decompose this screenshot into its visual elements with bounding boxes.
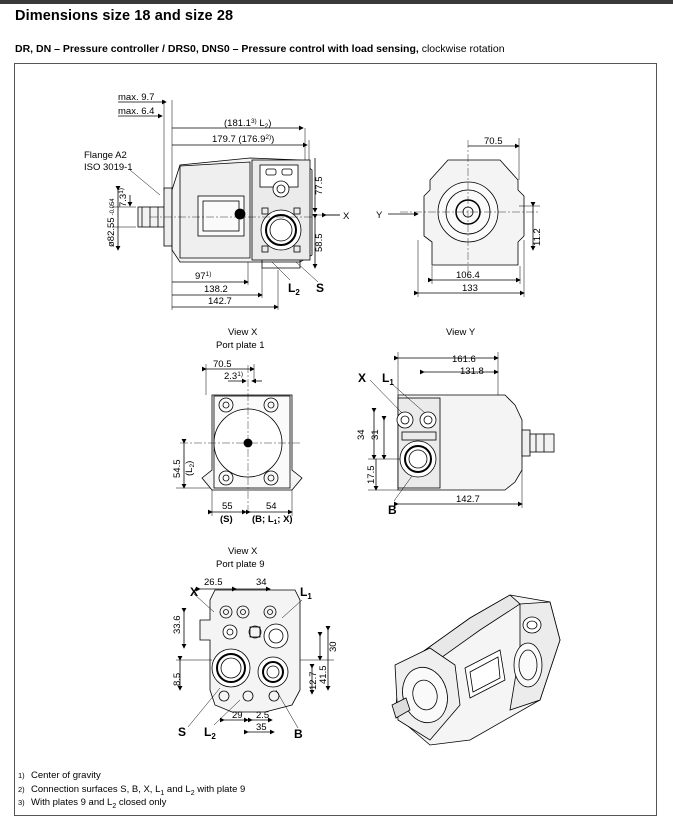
subtitle-bold: DR, DN – Pressure controller / DRS0, DNS… bbox=[15, 43, 419, 55]
dim-29: 29 bbox=[232, 710, 243, 721]
view-y-arrow-label: Y bbox=[376, 210, 383, 221]
drawing-frame bbox=[14, 63, 657, 816]
port-s-paren: (S) bbox=[220, 514, 233, 525]
port-l2-label: L2 bbox=[204, 725, 216, 741]
footnote-1: 1) Center of gravity bbox=[18, 770, 101, 781]
dim-133: 133 bbox=[462, 283, 478, 294]
dim-106-4: 106.4 bbox=[456, 270, 480, 281]
flange-label: Flange A2 bbox=[84, 150, 127, 161]
footnote-sub: 2 bbox=[112, 802, 117, 810]
dim-35: 35 bbox=[256, 722, 267, 733]
caption-port-plate-9: Port plate 9 bbox=[216, 559, 265, 570]
port-l2-label: L2 bbox=[288, 281, 300, 297]
port-l1-label: L1 bbox=[382, 371, 394, 387]
dim-142-7: 142.7 bbox=[456, 494, 480, 505]
footnote-sub: 1 bbox=[160, 789, 165, 797]
dim-max-9-7: max. 9.7 bbox=[118, 92, 154, 103]
footnote-text: closed only bbox=[116, 797, 167, 808]
front-view-labels: 70.5 Y 11.2 106.4 133 bbox=[376, 136, 543, 294]
dim-54: 54 bbox=[266, 501, 277, 512]
footnote-text: With plates 9 and L bbox=[31, 797, 113, 808]
dim-34: 34 bbox=[256, 577, 267, 588]
footnote-sub: 2 bbox=[190, 789, 195, 797]
dim-diameter: ø82.55-0.054 bbox=[106, 198, 117, 247]
side-view-labels: max. 9.7 max. 6.4 (181.13) L2) 179.7 (17… bbox=[84, 92, 350, 307]
dim-11-2: 11.2 bbox=[532, 228, 543, 246]
port-b-l1-x: (B; L1; X) bbox=[252, 514, 293, 526]
flange-standard: ISO 3019-1 bbox=[84, 162, 133, 173]
front-view bbox=[388, 138, 540, 297]
dim-70-5: 70.5 bbox=[213, 359, 232, 370]
footnote-text: and L bbox=[164, 784, 191, 795]
dim-l2: (L2) bbox=[184, 461, 196, 476]
view-x1-labels: View X Port plate 1 70.5 2.31) 54.5 (L2)… bbox=[172, 327, 293, 526]
dim-161-6: 161.6 bbox=[452, 354, 476, 365]
dim-131-8: 131.8 bbox=[460, 366, 484, 377]
caption-view-y: View Y bbox=[446, 327, 476, 338]
dim-55: 55 bbox=[222, 501, 233, 512]
footnote-text: Center of gravity bbox=[31, 770, 101, 781]
port-l1-label: L1 bbox=[300, 585, 312, 601]
dim-77-5: 77.5 bbox=[314, 177, 325, 196]
top-bar bbox=[0, 0, 673, 4]
port-x-label: X bbox=[358, 371, 366, 385]
side-view bbox=[112, 99, 340, 310]
subtitle-rest: clockwise rotation bbox=[418, 43, 505, 55]
dim-31: 31 bbox=[370, 429, 381, 440]
port-b-label: B bbox=[388, 503, 397, 517]
footnote-number: 1) bbox=[18, 771, 25, 780]
dim-97: 971) bbox=[195, 271, 211, 282]
footnote-text: with plate 9 bbox=[194, 784, 246, 795]
port-x-label: X bbox=[190, 585, 198, 599]
dim-7-3: 7.31) bbox=[118, 188, 129, 207]
caption-port-plate-1: Port plate 1 bbox=[216, 340, 265, 351]
dim-33-6: 33.6 bbox=[172, 616, 183, 635]
view-y-labels: View Y 161.6 131.8 X L1 34 31 17.5 142.7… bbox=[356, 327, 484, 517]
dim-179: 179.7 (176.92)) bbox=[212, 134, 274, 145]
port-s-label: S bbox=[316, 281, 324, 295]
footnote-number: 2) bbox=[18, 785, 25, 794]
dim-142-7: 142.7 bbox=[208, 296, 232, 307]
dim-34: 34 bbox=[356, 429, 367, 440]
view-x9-labels: View X Port plate 9 X 26.5 34 L1 33.6 30… bbox=[172, 546, 339, 741]
view-x-port-plate-1 bbox=[176, 364, 303, 516]
dim-54-5: 54.5 bbox=[172, 460, 183, 479]
dim-max-6-4: max. 6.4 bbox=[118, 106, 154, 117]
view-y bbox=[368, 352, 555, 508]
page-subtitle: DR, DN – Pressure controller / DRS0, DNS… bbox=[15, 43, 505, 55]
pump-3d-view bbox=[391, 594, 561, 746]
dim-41-5: 41.5 bbox=[318, 666, 329, 685]
dim-2-3: 2.31) bbox=[224, 371, 243, 382]
dim-58-5: 58.5 bbox=[314, 234, 325, 253]
footnote-3: 3) With plates 9 and L2 closed only bbox=[18, 797, 166, 810]
footnote-text: Connection surfaces S, B, X, L bbox=[31, 784, 161, 795]
view-x-port-plate-9 bbox=[176, 586, 334, 735]
caption-view-x: View X bbox=[228, 327, 258, 338]
footnote-number: 3) bbox=[18, 798, 25, 807]
caption-view-x: View X bbox=[228, 546, 258, 557]
dim-30: 30 bbox=[328, 641, 339, 652]
dim-138-2: 138.2 bbox=[204, 284, 228, 295]
dim-26-5: 26.5 bbox=[204, 577, 223, 588]
view-x-arrow-label: X bbox=[343, 211, 350, 222]
dim-70-5: 70.5 bbox=[484, 136, 503, 147]
page-title: Dimensions size 18 and size 28 bbox=[15, 8, 234, 24]
dim-181: (181.13) L2) bbox=[224, 118, 271, 130]
port-b-label: B bbox=[294, 727, 303, 741]
dim-8-5: 8.5 bbox=[172, 673, 183, 686]
port-s-label: S bbox=[178, 725, 186, 739]
dim-12-7: 12.7 bbox=[308, 672, 319, 691]
dim-2-5: 2.5 bbox=[256, 710, 269, 721]
footnote-2: 2) Connection surfaces S, B, X, L1 and L2… bbox=[18, 784, 245, 797]
dim-17-5: 17.5 bbox=[366, 466, 377, 485]
